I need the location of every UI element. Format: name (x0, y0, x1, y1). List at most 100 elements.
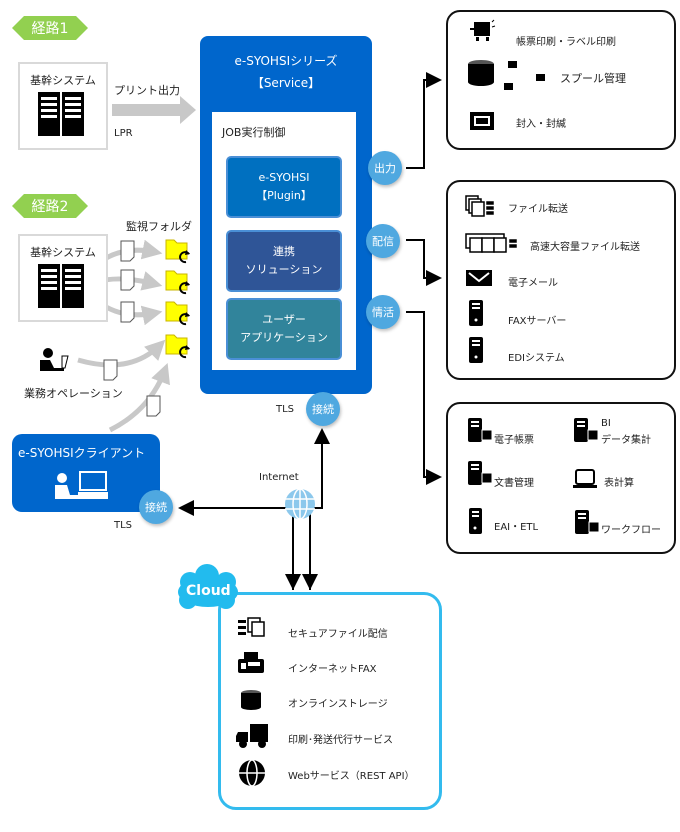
info-item: 電子帳票 (494, 435, 534, 446)
module-user-application[interactable]: ユーザー アプリケーション (226, 298, 342, 360)
delivery-item: ファイル転送 (508, 204, 568, 215)
route-2-badge: 経路2 (12, 194, 88, 218)
module-line2: アプリケーション (240, 331, 328, 344)
delivery-bubble[interactable]: 配信 (366, 224, 400, 258)
document-icon (120, 240, 135, 262)
delivery-item: 電子メール (508, 278, 558, 289)
truck-icon (236, 724, 268, 748)
service-title-line1: e-SYOHSIシリーズ (234, 54, 338, 68)
service-connect-bubble[interactable]: 接続 (306, 392, 340, 426)
delivery-connector (406, 239, 442, 286)
server-db-icon (468, 461, 493, 485)
folder-refresh-icon (165, 270, 190, 295)
module-line1: 連携 (273, 245, 295, 258)
server-rack-icon (38, 264, 84, 308)
document-icon (103, 359, 118, 381)
module-plugin[interactable]: e-SYOHSI 【Plugin】 (226, 156, 342, 218)
globe-internet-icon (285, 488, 315, 520)
cloud-item: オンラインストレージ (288, 699, 388, 710)
output-bubble[interactable]: 出力 (368, 151, 402, 185)
operator-icon (40, 348, 69, 371)
core-system-box-1: 基幹システム (18, 62, 108, 150)
watch-folders (165, 239, 190, 359)
laptop-icon (573, 469, 597, 488)
client-connect-bubble[interactable]: 接続 (139, 490, 173, 524)
lpr-label: LPR (114, 128, 133, 139)
tls-label-service: TLS (276, 404, 295, 415)
core-system-box-2: 基幹システム (18, 234, 108, 322)
module-line2: 【Plugin】 (256, 189, 312, 202)
cloud-item: 印刷･発送代行サービス (288, 735, 393, 746)
server-icon (469, 508, 482, 534)
cloud-item: セキュアファイル配信 (288, 629, 388, 640)
storage-icon (241, 690, 261, 710)
core-system-label: 基幹システム (30, 74, 96, 87)
print-output-label: プリント出力 (114, 84, 180, 97)
output-connector (406, 72, 442, 169)
business-operation-label: 業務オペレーション (24, 387, 123, 400)
folder-refresh-icon (165, 239, 190, 264)
delivery-item: EDIシステム (508, 353, 565, 364)
module-line2: ソリューション (245, 263, 323, 276)
cloud-item: Webサービス（REST API） (288, 771, 415, 782)
info-item: EAI・ETL (494, 522, 539, 533)
module-line1: ユーザー (262, 313, 306, 326)
inserter-icon (470, 112, 494, 130)
service-connect-line (309, 428, 330, 590)
server-icon (469, 337, 483, 363)
info-item: 文書管理 (494, 478, 534, 489)
server-db-icon (575, 510, 600, 534)
info-item: 表計算 (604, 478, 634, 489)
printer-icon (470, 19, 496, 41)
route-1-badge: 経路1 (12, 16, 88, 40)
service-title: e-SYOHSIシリーズ 【Service】 (200, 50, 372, 94)
print-output-arrow (112, 96, 196, 124)
tls-label-client: TLS (114, 520, 133, 531)
cloud-item: インターネットFAX (288, 664, 377, 675)
server-db-icon (574, 418, 599, 442)
bulk-file-transfer-icon (465, 233, 517, 253)
client-title: e-SYOHSIクライアント (18, 446, 146, 460)
mail-icon (466, 270, 492, 286)
internet-label: Internet (259, 472, 299, 483)
info-bubble[interactable]: 情活 (366, 295, 400, 329)
globe-icon (239, 759, 265, 787)
spool-icon (468, 60, 545, 90)
folder-refresh-icon (165, 301, 190, 326)
document-icon (120, 301, 135, 323)
server-icon (469, 300, 483, 326)
module-integration-solution[interactable]: 連携 ソリューション (226, 230, 342, 292)
output-item: 封入・封緘 (516, 119, 566, 130)
delivery-item: 高速大容量ファイル転送 (530, 242, 640, 253)
core-system-label: 基幹システム (30, 246, 96, 259)
cloud-icon (178, 564, 238, 609)
fax-icon (238, 652, 264, 673)
job-control-label: JOB実行制御 (222, 126, 286, 139)
server-rack-icon (38, 92, 84, 136)
output-item: スプール管理 (560, 72, 626, 85)
esyohsi-client-box[interactable]: e-SYOHSIクライアント (12, 434, 160, 512)
module-line1: e-SYOHSI (258, 171, 310, 184)
output-item: 帳票印刷・ラベル印刷 (516, 37, 616, 48)
server-db-icon (468, 418, 493, 442)
document-icon (120, 269, 135, 291)
document-icon (146, 395, 161, 417)
cloud-title: Cloud (186, 583, 231, 599)
service-title-line2: 【Service】 (251, 76, 321, 90)
folder-refresh-icon (165, 334, 190, 359)
info-item: ワークフロー (601, 525, 661, 536)
info-item-line2: データ集計 (601, 435, 651, 446)
info-item-line1: BI (601, 418, 611, 429)
secure-file-icon (238, 617, 265, 637)
user-laptop-icon (55, 471, 108, 499)
delivery-item: FAXサーバー (508, 316, 567, 327)
watch-folder-label: 監視フォルダ (126, 220, 192, 233)
info-connector (406, 311, 442, 485)
file-transfer-icon (465, 195, 494, 217)
